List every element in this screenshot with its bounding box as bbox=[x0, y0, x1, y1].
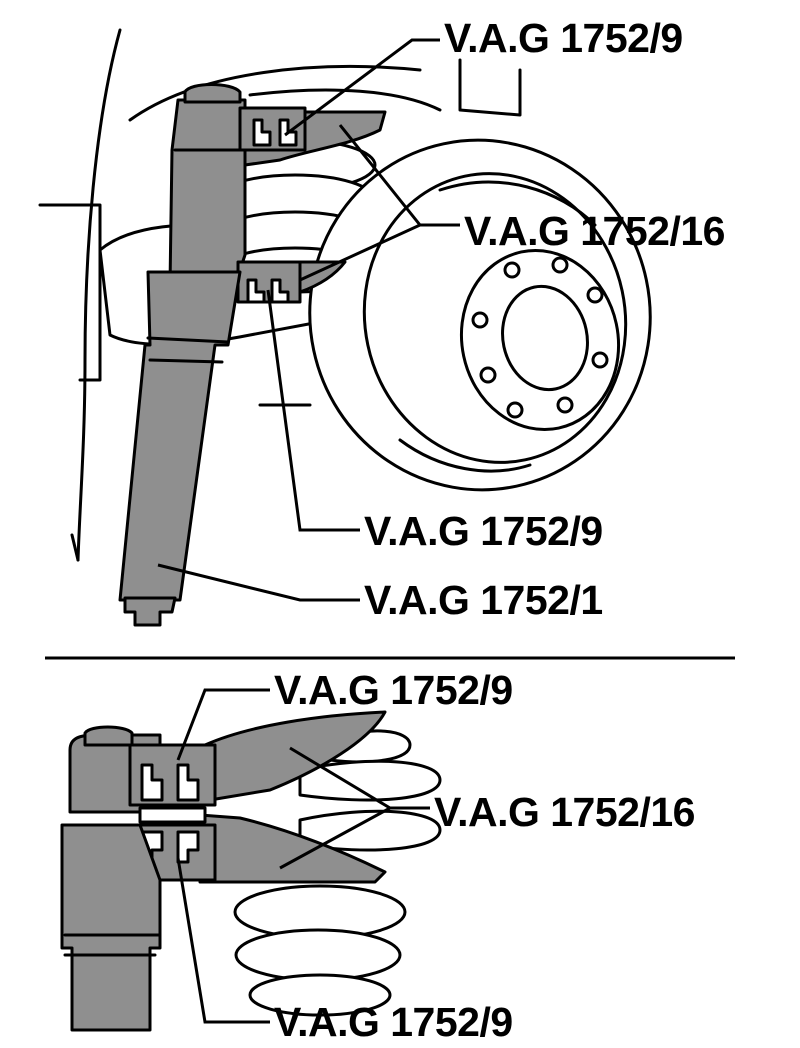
detail-label-lower-adapter: V.A.G 1752/9 bbox=[274, 999, 513, 1045]
detail-adapter-gap bbox=[138, 806, 207, 824]
label-upper-adapter: V.A.G 1752/9 bbox=[444, 15, 683, 61]
detail-label-spring-plates: V.A.G 1752/16 bbox=[434, 789, 695, 835]
leader-compressor bbox=[157, 563, 360, 602]
leader-lower-adapter bbox=[266, 289, 360, 532]
upper-mount-bracket bbox=[458, 58, 522, 117]
compressor-collar bbox=[146, 336, 230, 364]
upper-body-line-2 bbox=[248, 88, 442, 112]
wheel-hub bbox=[459, 248, 621, 432]
detail-coil-spring bbox=[233, 729, 442, 1017]
compressor-spindle bbox=[168, 98, 247, 287]
detail-compressor-cap bbox=[83, 725, 134, 747]
label-lower-adapter: V.A.G 1752/9 bbox=[364, 508, 603, 554]
detail-collar bbox=[63, 933, 162, 957]
label-spring-plates: V.A.G 1752/16 bbox=[464, 208, 725, 254]
detail-upper-plate bbox=[203, 710, 387, 802]
wheel-housing-outline bbox=[76, 28, 122, 562]
detail-compressor-body bbox=[60, 823, 162, 1032]
compressor-foot bbox=[123, 596, 177, 627]
detail-lower-plate bbox=[198, 813, 387, 884]
compressor-body bbox=[118, 270, 242, 602]
detail-leader-upper-adapter bbox=[176, 688, 270, 761]
body-panel-edge bbox=[70, 533, 80, 562]
detail-leader-lower-adapter bbox=[176, 857, 270, 1024]
leader-plate-2 bbox=[299, 223, 460, 282]
label-compressor: V.A.G 1752/1 bbox=[364, 577, 603, 623]
body-panel-line bbox=[38, 203, 102, 382]
detail-view-leaders bbox=[176, 688, 430, 1024]
detail-leader-plate-2 bbox=[279, 806, 430, 870]
detail-label-upper-adapter: V.A.G 1752/9 bbox=[274, 667, 513, 713]
compressor-top-cap bbox=[183, 83, 242, 104]
detail-view-illustration bbox=[60, 710, 442, 1032]
top-view-leaders bbox=[157, 38, 460, 602]
leader-upper-adapter bbox=[284, 38, 440, 137]
upper-body-line bbox=[128, 65, 422, 122]
top-view-illustration bbox=[38, 28, 652, 627]
